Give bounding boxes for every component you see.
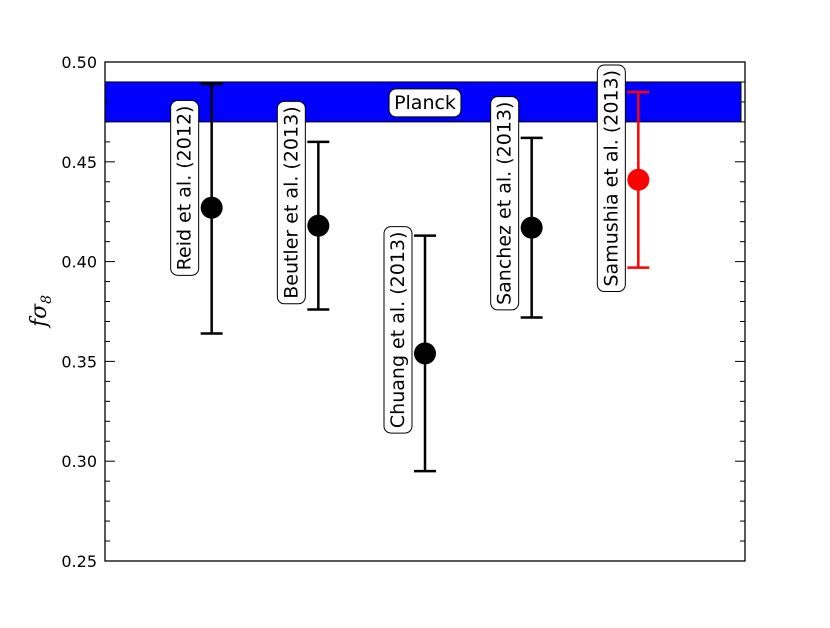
plot-frame <box>104 61 746 562</box>
y-tick-label: 0.35 <box>61 352 97 371</box>
series-label-2-group: Beutler et al. (2013) <box>276 100 306 305</box>
y-axis-label-subscript: 8 <box>39 295 55 304</box>
series-label-5-group: Samushia et al. (2013) <box>596 64 626 293</box>
data-point <box>520 216 543 239</box>
ticks-layer: 0.25 0.30 0.35 0.40 0.45 0.50 <box>61 53 745 571</box>
y-tick-label: 0.25 <box>61 552 97 571</box>
y-tick-label: 0.30 <box>61 452 97 471</box>
series-label-1: Reid et al. (2012) <box>174 106 196 271</box>
series-label-1-group: Reid et al. (2012) <box>170 100 200 276</box>
labels-layer: Reid et al. (2012) Beutler et al. (2013) C… <box>170 64 626 434</box>
data-point <box>627 168 650 191</box>
y-axis-label: fσ8 <box>27 295 55 329</box>
series-label-3-box <box>383 226 413 434</box>
series-label-3-group: Chuang et al. (2013) <box>383 226 413 434</box>
axis-label-layer: fσ8 <box>27 295 55 329</box>
series-label-2-box <box>276 100 306 305</box>
series-label-5-box <box>596 64 626 293</box>
y-tick-label: 0.45 <box>61 153 97 172</box>
y-tick-label: 0.50 <box>61 53 97 72</box>
series-label-4-group: Sanchez et al. (2013) <box>490 96 520 311</box>
y-axis-label-main: fσ <box>27 303 52 329</box>
y-tick-label: 0.40 <box>61 253 97 272</box>
planck-label-group: Planck <box>388 88 462 118</box>
series-label-2: Beutler et al. (2013) <box>280 106 302 298</box>
planck-label: Planck <box>394 92 456 114</box>
points-layer <box>200 82 650 473</box>
data-point <box>307 214 330 237</box>
series-label-4: Sanchez et al. (2013) <box>494 102 516 305</box>
data-point <box>414 342 436 365</box>
planck-label-box <box>388 88 462 118</box>
series-label-4-box <box>490 96 520 311</box>
series-label-5: Samushia et al. (2013) <box>600 70 622 287</box>
series-label-3: Chuang et al. (2013) <box>387 232 409 429</box>
data-point <box>200 196 223 219</box>
series-label-1-box <box>170 100 200 276</box>
